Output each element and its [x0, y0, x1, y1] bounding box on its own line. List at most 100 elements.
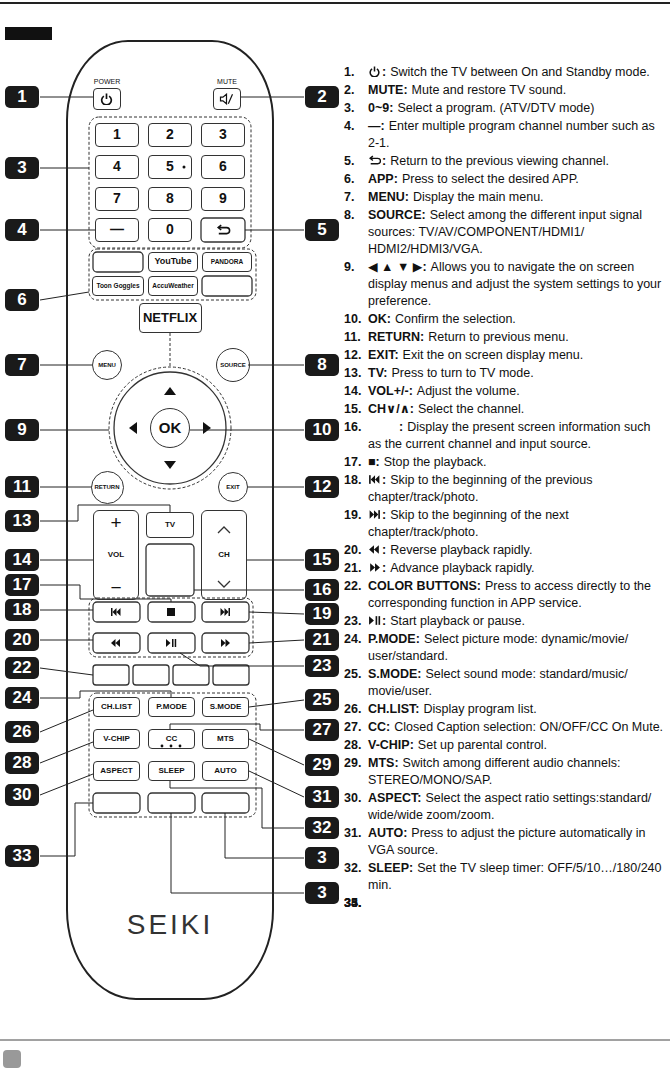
key-name: CH∨/∧: [368, 402, 414, 416]
item-number: 31. [344, 825, 361, 842]
remote-body: SEIKIPOWERMUTE123456789—0YouTubePANDORAT… [66, 40, 274, 1000]
tactile-dot [183, 166, 186, 169]
leader-line [249, 771, 304, 797]
legend-item: 17.■:Stop the playback. [344, 454, 666, 471]
legend-item: 31.AUTO:Press to adjust the picture auto… [344, 825, 666, 859]
legend-item: 14.VOL+/-:Adjust the volume. [344, 383, 666, 400]
callout-number: 9 [5, 419, 39, 441]
leader-line [241, 97, 304, 98]
tactile-dot [179, 745, 182, 748]
item-number: 17. [344, 454, 361, 471]
callout-number: 26 [5, 721, 39, 743]
remote-button: 4 [95, 155, 139, 179]
remote-button: — [95, 218, 139, 242]
key-name: 0~9: [368, 101, 393, 115]
round-button: EXIT [218, 472, 248, 502]
button-label: 3 [219, 127, 227, 142]
stop-icon [167, 608, 175, 616]
remote-button: V-CHIP [93, 729, 140, 749]
mute-icon [221, 94, 233, 104]
key-description: Switch the TV between On and Standby mod… [390, 65, 650, 79]
key-name: MUTE: [368, 83, 408, 97]
button-group-outline [109, 367, 231, 489]
callout-number: 11 [5, 476, 39, 498]
button-label: PANDORA [211, 258, 243, 265]
callout-number: 17 [5, 574, 39, 596]
key-name: APP: [368, 172, 398, 186]
dpad-arrows [129, 166, 211, 748]
legend-item: 32.SLEEP:Set the TV sleep timer: OFF/5/1… [344, 860, 666, 894]
key-name: : [382, 508, 386, 522]
key-icon [368, 422, 398, 432]
callout-number: 27 [305, 719, 339, 741]
key-name: SLEEP: [368, 861, 413, 875]
item-number: 3. [344, 100, 354, 117]
key-description: Display the main menu. [413, 190, 544, 204]
callout-number: 28 [5, 752, 39, 774]
icon-button [93, 602, 140, 622]
button-label: + [110, 513, 121, 532]
button-label: 1 [113, 127, 121, 142]
key-name: CH.LIST: [368, 702, 419, 716]
key-name: —: [368, 119, 385, 133]
callout-number: 1 [5, 86, 39, 108]
legend-item: 4.—:Enter multiple program channel numbe… [344, 118, 666, 152]
item-number: 1. [344, 64, 354, 81]
item-number: 12. [344, 347, 361, 364]
icon-button [146, 544, 194, 596]
key-description: Select a program. (ATV/DTV mode) [397, 101, 594, 115]
play-pause-icon [166, 639, 176, 647]
icon-button [148, 793, 195, 813]
arrow-symbol [129, 422, 137, 434]
remote-button: YouTube [148, 252, 198, 272]
key-name: : [382, 65, 386, 79]
remote-button: 3 [201, 123, 245, 147]
header-rule [0, 2, 670, 4]
leader-line [249, 612, 304, 614]
button-label: − [110, 578, 121, 597]
item-number: 15. [344, 401, 361, 418]
callout-number: 6 [5, 289, 39, 311]
callout-number: 7 [5, 354, 39, 376]
callout-number: 18 [5, 599, 39, 621]
leader-line [170, 781, 304, 828]
key-description: Return to the previous viewing channel. [390, 154, 609, 168]
callout-number: 29 [305, 754, 339, 776]
button-label: MENU [98, 362, 116, 369]
color-button [133, 665, 169, 685]
button-group-outline [89, 117, 256, 817]
icon-button [201, 218, 245, 242]
leader-line [225, 813, 304, 858]
connector-line [170, 333, 171, 367]
legend-item: 22.COLOR BUTTONS:Press to access directl… [344, 578, 666, 612]
callout-number: 30 [5, 784, 39, 806]
remote-button: 7 [95, 187, 139, 211]
recall-icon [218, 225, 229, 233]
button-label: CH.LIST [101, 703, 132, 712]
legend-item: 24.P.MODE:Select picture mode: dynamic/m… [344, 631, 666, 665]
legend-item: 12.EXIT:Exit the on screen display menu. [344, 347, 666, 364]
remote-button: MTS [202, 729, 249, 749]
round-button: MENU [92, 350, 122, 380]
callout-number: 2 [305, 86, 339, 108]
key-name: ◀ ▲ ▼ ▶: [368, 260, 427, 274]
button-label: CC [166, 735, 178, 744]
remote-button: 8 [148, 187, 192, 211]
key-name: RETURN: [368, 330, 424, 344]
key-description: Stop the playback. [384, 455, 487, 469]
key-name: VOL+/-: [368, 384, 413, 398]
callout-number: 20 [5, 629, 39, 651]
round-button: SOURCE [216, 348, 250, 382]
legend-item: 3. 0~9: Select a program. (ATV/DTV mode) [344, 100, 666, 117]
key-name: : [382, 561, 386, 575]
button-label: NETFLIX [143, 311, 197, 325]
key-name: P.MODE: [368, 632, 420, 646]
button-label: S.MODE [210, 703, 242, 712]
button-label: EXIT [226, 484, 239, 491]
remote-button: NETFLIX [139, 303, 202, 333]
legend-item: 8.SOURCE:Select among the different inpu… [344, 207, 666, 258]
button-label: 9 [219, 191, 227, 206]
item-number: 19. [344, 507, 361, 524]
key-description: Advance playback rapidly. [390, 561, 534, 575]
legend-item: 29.MTS:Switch among different audio chan… [344, 755, 666, 789]
